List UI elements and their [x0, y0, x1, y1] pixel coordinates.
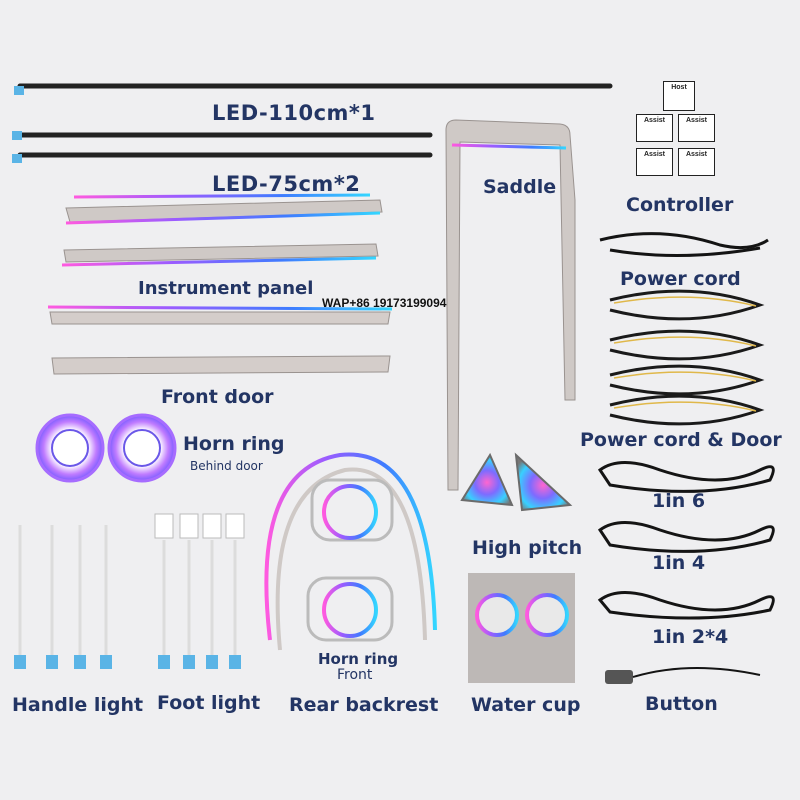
- led-75-strip-2: [12, 152, 433, 163]
- label-behind-door: Behind door: [190, 459, 263, 473]
- label-front: Front: [337, 667, 373, 683]
- splitter-cables: [597, 461, 775, 620]
- horn-ring-left: [35, 413, 105, 483]
- foot-lights: [154, 513, 245, 669]
- front-door-piece-lower: [48, 355, 392, 380]
- handle-lights: [14, 525, 112, 669]
- instrument-panel-piece-lower: [61, 243, 379, 267]
- controller-assist-label-1: Assist: [643, 117, 665, 124]
- label-handle-light: Handle light: [12, 694, 144, 716]
- horn-ring-right: [107, 413, 177, 483]
- label-power-cord-door: Power cord & Door: [580, 429, 782, 451]
- watermark-contact: WAP+86 19173199094: [322, 296, 447, 310]
- label-front-door: Front door: [161, 386, 274, 408]
- label-foot-light: Foot light: [157, 692, 261, 714]
- controller-assist-label-4: Assist: [685, 151, 707, 158]
- led-110-strip: [14, 83, 613, 95]
- power-cord-harness: [599, 232, 769, 258]
- controller-assist-box-1: Assist: [636, 114, 673, 142]
- rear-backrest-frame: [264, 452, 437, 651]
- label-1in6: 1in 6: [652, 490, 706, 512]
- label-led-75: LED-75cm*2: [212, 172, 361, 196]
- label-button: Button: [645, 693, 718, 715]
- label-1in4: 1in 4: [652, 552, 706, 574]
- button-device: [605, 667, 761, 684]
- controller-assist-box-3: Assist: [636, 148, 673, 176]
- controller-assist-box-2: Assist: [678, 114, 715, 142]
- label-controller: Controller: [626, 194, 734, 216]
- controller-assist-label-2: Assist: [685, 117, 707, 124]
- controller-host-label: Host: [671, 84, 687, 91]
- controller-assist-box-4: Assist: [678, 148, 715, 176]
- label-saddle: Saddle: [483, 176, 557, 198]
- label-horn-ring-front: Horn ring: [318, 650, 399, 668]
- label-1in2x4: 1in 2*4: [652, 626, 729, 648]
- front-door-piece-upper: [47, 305, 393, 332]
- instrument-panel-piece-upper: [65, 193, 383, 225]
- label-horn-ring: Horn ring: [183, 433, 285, 455]
- saddle-frame: [445, 119, 576, 495]
- high-pitch-tweeters: [460, 452, 573, 512]
- led-75-strip-1: [12, 131, 433, 143]
- label-rear-backrest: Rear backrest: [289, 694, 439, 716]
- controller-host-box: Host: [663, 81, 695, 111]
- label-power-cord: Power cord: [620, 268, 741, 290]
- power-cord-door-bundles: [609, 289, 765, 426]
- water-cup-plate: [468, 573, 575, 683]
- label-instrument-panel: Instrument panel: [138, 278, 314, 299]
- controller-assist-label-3: Assist: [643, 151, 665, 158]
- label-high-pitch: High pitch: [472, 537, 583, 559]
- label-led-110: LED-110cm*1: [212, 101, 376, 125]
- label-water-cup: Water cup: [471, 694, 581, 716]
